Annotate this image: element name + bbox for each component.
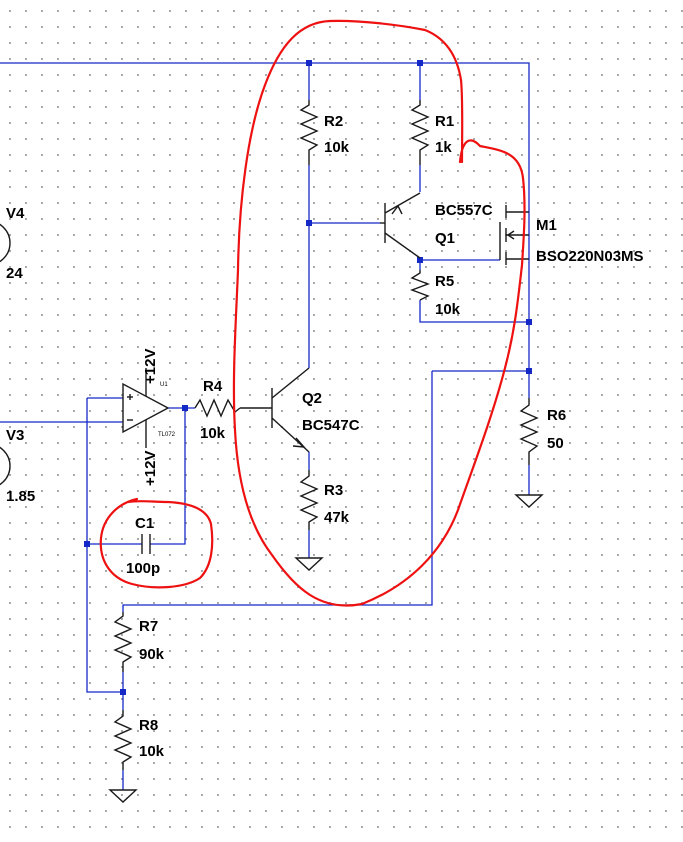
label-r1-name: R1 [435,113,454,130]
label-r2-value: 10k [324,139,350,156]
resistor-r8-symbol [113,710,133,770]
label-r3-name: R3 [324,482,343,499]
resistor-r7-symbol [113,612,133,672]
label-r5-name: R5 [435,273,454,290]
junctions [84,60,532,695]
resistor-r1-symbol [410,100,430,165]
label-m1-value: BSO220N03MS [536,248,644,265]
annotation-loop-c1 [99,497,214,589]
resistor-r2-symbol [299,100,319,165]
label-r8-name: R8 [139,717,158,734]
capacitor-c1-symbol [141,534,151,554]
label-u1-part: TL072 [158,432,176,438]
label-q2-value: BC547C [302,417,360,434]
ground-icon [294,557,324,571]
label-r5-value: 10k [435,301,461,318]
wires [0,62,530,790]
label-r1-value: 1k [435,139,452,156]
label-r7-value: 90k [139,646,165,663]
label-r2-name: R2 [324,113,343,130]
resistor-r5-symbol [410,270,430,301]
resistor-r3-symbol [299,470,319,530]
label-q1-name: Q1 [435,230,455,247]
label-r3-value: 47k [324,509,350,526]
transistor-q1-symbol [380,192,421,259]
label-r4-value: 10k [200,425,226,442]
label-u1-vneg: +12V [142,451,159,486]
resistor-r6-symbol [519,398,539,465]
annotation-loop-large [232,19,526,607]
label-r7-name: R7 [139,618,158,635]
label-q2-name: Q2 [302,390,322,407]
opamp-u1-symbol [122,368,170,448]
label-v4-value: 24 [6,265,23,282]
label-m1-name: M1 [536,217,557,234]
ground-icon [514,494,544,508]
label-r6-value: 50 [547,435,564,452]
label-v4-name: V4 [6,205,25,222]
label-u1-name: U1 [160,382,168,388]
label-v3-value: 1.85 [6,488,35,505]
label-v3-name: V3 [6,427,24,444]
label-q1-value: BC557C [435,202,493,219]
label-u1-vpos: +12V [142,349,159,384]
label-c1-name: C1 [135,515,154,532]
label-r4-name: R4 [203,378,223,395]
voltage-source-v3-symbol [0,446,11,486]
label-r8-value: 10k [139,743,165,760]
ground-icon [108,789,138,803]
transistor-q2-symbol [240,367,310,453]
label-c1-value: 100p [126,560,160,577]
label-r6-name: R6 [547,407,566,424]
voltage-source-v4-symbol [0,223,11,263]
